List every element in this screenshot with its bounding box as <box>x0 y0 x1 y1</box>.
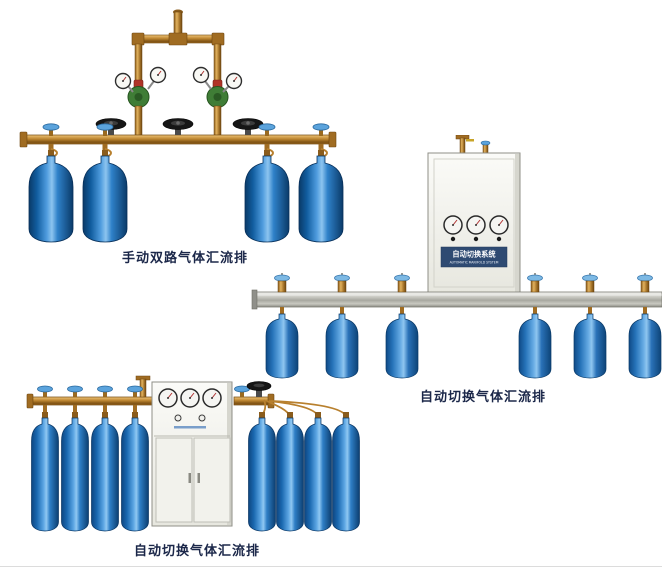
cylinder-connector <box>73 405 77 413</box>
control-cabinet: 自动切换系统 AUTOMATIC MANIFOLD SYSTEM <box>427 152 521 294</box>
door-handle <box>188 473 191 483</box>
indicator-dot <box>496 236 502 242</box>
gas-cylinder <box>248 417 276 532</box>
product-caption-auto-switch-bottom: 自动切换气体汇流排 <box>133 544 260 559</box>
cylinder-valve-connection <box>96 123 114 158</box>
gas-cylinder <box>265 313 299 379</box>
pressure-gauge <box>202 388 222 408</box>
gas-cylinder <box>298 155 344 243</box>
pigtail-tubes <box>261 399 347 417</box>
cylinder-valve-connection <box>312 123 330 158</box>
gas-cylinder <box>82 155 128 243</box>
page-bottom-rule <box>0 566 662 567</box>
cylinder-valve-connection <box>258 123 276 158</box>
cylinder-valve <box>132 412 138 418</box>
gas-cylinder <box>325 313 359 379</box>
indicator-dot <box>473 236 479 242</box>
manifold-bar <box>251 289 662 310</box>
panel-knob <box>174 414 182 422</box>
cylinder-connector <box>340 307 344 315</box>
cylinder-connector <box>133 405 137 413</box>
pressure-gauge <box>222 72 243 93</box>
bar-valve <box>527 273 543 293</box>
blue-handwheel-valve <box>127 385 143 397</box>
gas-cylinder <box>332 417 360 532</box>
gas-cylinder <box>304 417 332 532</box>
cabinet-door-left <box>155 437 193 523</box>
gas-cylinder <box>121 417 149 532</box>
gas-cylinder <box>276 417 304 532</box>
gas-cylinder <box>91 417 119 532</box>
control-cabinet <box>151 381 233 527</box>
bar-valve <box>637 273 653 293</box>
blue-handwheel-valve <box>97 385 113 397</box>
bar-valve <box>582 273 598 293</box>
auto-switch-manifold-2-illustration <box>26 375 360 532</box>
cylinder-valve <box>42 412 48 418</box>
pressure-gauge <box>180 388 200 408</box>
gas-cylinder <box>31 417 59 532</box>
black-handwheel-valve <box>246 381 272 397</box>
panel-knob <box>198 414 206 422</box>
pressure-regulator-left <box>127 79 150 138</box>
blue-handwheel-valve <box>37 385 53 397</box>
bar-valve <box>394 273 410 293</box>
gas-cylinder <box>628 313 662 379</box>
blue-handwheel-valve <box>234 385 250 397</box>
pressure-gauge <box>192 66 212 90</box>
product-caption-manual-dual: 手动双路气体汇流排 <box>121 251 248 266</box>
auto-switch-manifold-illustration: 自动切换系统 AUTOMATIC MANIFOLD SYSTEM <box>251 135 662 379</box>
cylinder-valve <box>343 412 349 418</box>
bar-valve <box>334 273 350 293</box>
pressure-gauge <box>489 215 509 235</box>
cylinder-valve <box>259 412 265 418</box>
manual-dual-manifold-illustration <box>19 9 344 243</box>
cylinder-connector <box>533 307 537 315</box>
pressure-gauge <box>147 66 167 90</box>
cylinder-connector <box>103 405 107 413</box>
pressure-gauge <box>443 215 463 235</box>
gas-cylinder <box>28 155 74 243</box>
gas-cylinder <box>61 417 89 532</box>
inlet-tee-pipe <box>131 9 225 87</box>
cylinder-connector <box>400 307 404 315</box>
gas-cylinder <box>573 313 607 379</box>
cylinder-connector <box>588 307 592 315</box>
pressure-gauge <box>114 72 134 93</box>
product-caption-auto-switch-right: 自动切换气体汇流排 <box>419 390 546 405</box>
gas-cylinder <box>518 313 552 379</box>
cylinder-valve <box>72 412 78 418</box>
cabinet-inlet-pipes <box>455 135 491 155</box>
pressure-gauge <box>158 388 178 408</box>
cylinder-valve <box>102 412 108 418</box>
door-handle <box>197 473 200 483</box>
pressure-gauge <box>466 215 486 235</box>
cabinet-sublabel: AUTOMATIC MANIFOLD SYSTEM <box>450 261 499 265</box>
bar-valve <box>274 273 290 293</box>
cabinet-label: 自动切换系统 <box>452 250 496 259</box>
black-handwheel-valve <box>162 118 194 135</box>
black-handwheel-valve <box>232 118 264 135</box>
blue-handwheel-valve <box>67 385 83 397</box>
gas-cylinder <box>244 155 290 243</box>
panel-microtext <box>174 426 206 429</box>
cylinder-connector <box>643 307 647 315</box>
cylinder-valve <box>315 412 321 418</box>
gas-cylinder <box>385 313 419 379</box>
cylinder-connector <box>280 307 284 315</box>
cylinder-connector <box>43 405 47 413</box>
cabinet-label-band: 自动切换系统 AUTOMATIC MANIFOLD SYSTEM <box>440 246 508 268</box>
indicator-dot <box>450 236 456 242</box>
cylinder-valve <box>287 412 293 418</box>
